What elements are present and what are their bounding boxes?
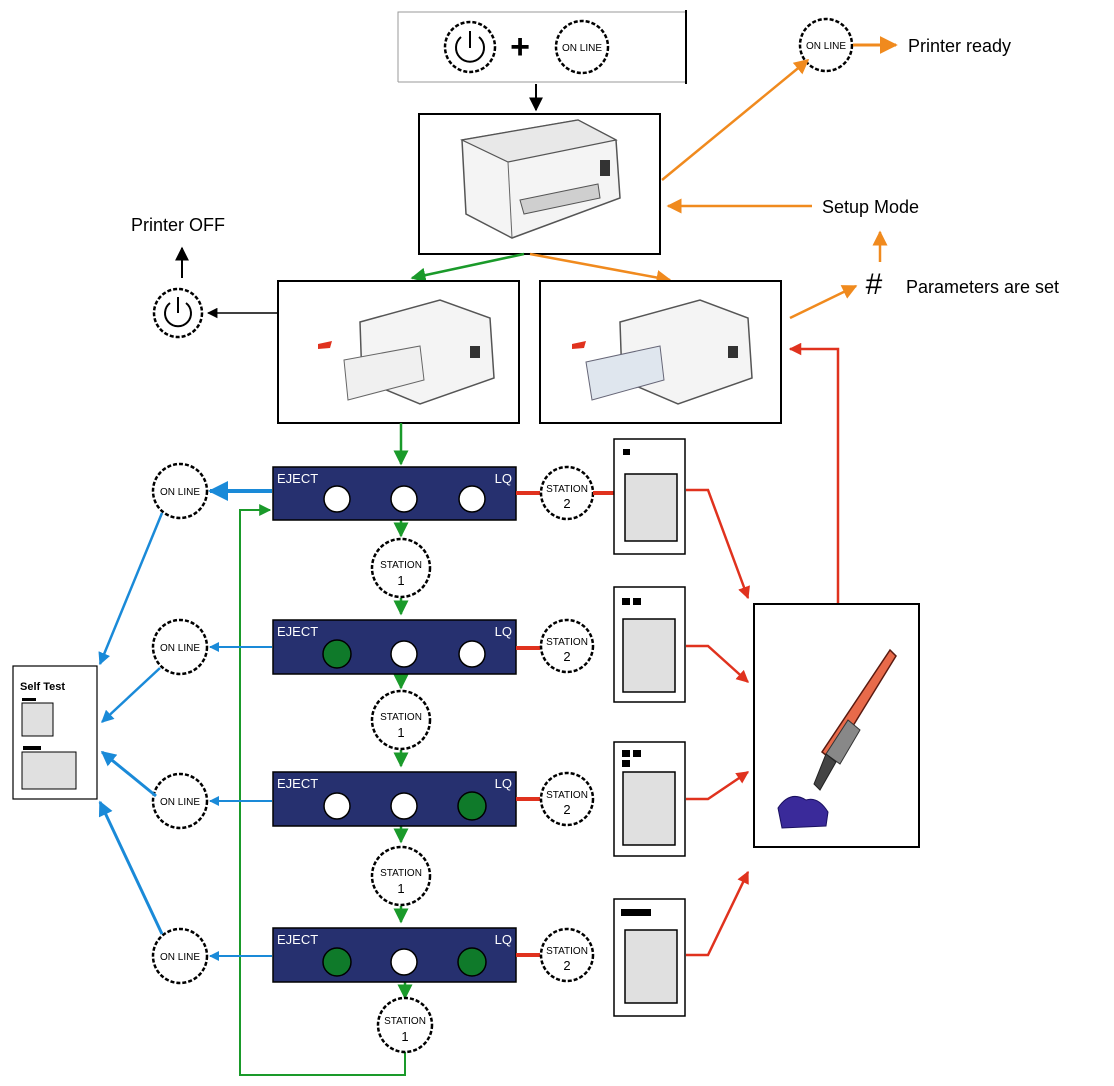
panel-1-led-2 xyxy=(390,485,418,513)
printer-image-box xyxy=(418,113,661,255)
panel-4-led-3 xyxy=(457,947,487,977)
arrow-online-2-to-selftest xyxy=(101,667,161,723)
online-button-ready-label: ON LINE xyxy=(806,41,846,52)
online-button-row-3: ON LINE xyxy=(151,772,272,830)
panel-2-eject-label: EJECT xyxy=(277,624,318,639)
svg-text:STATION: STATION xyxy=(384,1016,426,1027)
arrow-online-1-to-selftest xyxy=(98,512,164,666)
arrow-doc-4-to-edit xyxy=(686,870,750,957)
control-panel-1: EJECT LQ xyxy=(272,466,517,521)
svg-text:STATION: STATION xyxy=(380,868,422,879)
panel-3-eject-label: EJECT xyxy=(277,776,318,791)
printer-ready-label: Printer ready xyxy=(908,36,1011,56)
power-button-off-icon xyxy=(152,287,204,339)
online-button-top: ON LINE xyxy=(554,19,610,75)
arrow-printer-to-paper-mode xyxy=(410,252,525,283)
svg-text:1: 1 xyxy=(401,1029,408,1044)
panel-4-led-2 xyxy=(390,948,418,976)
panel-3-led-2 xyxy=(390,792,418,820)
arrow-doc-2-to-edit xyxy=(686,644,749,683)
parameters-are-set-label: Parameters are set xyxy=(906,277,1059,297)
self-test-box: Self Test xyxy=(12,665,98,800)
hash-symbol: # xyxy=(866,268,883,301)
self-test-label: Self Test xyxy=(20,681,65,693)
printer-off-label: Printer OFF xyxy=(131,215,225,235)
svg-text:STATION: STATION xyxy=(546,637,588,648)
station-1-button-a: STATION 1 xyxy=(370,537,432,599)
panel-2-led-1 xyxy=(322,639,352,669)
svg-text:2: 2 xyxy=(563,496,570,511)
station-2-row-4: STATION 2 xyxy=(516,927,595,983)
svg-text:1: 1 xyxy=(397,881,404,896)
svg-text:2: 2 xyxy=(563,802,570,817)
svg-text:STATION: STATION xyxy=(380,712,422,723)
power-button-icon xyxy=(443,20,497,74)
station-2-row-2: STATION 2 xyxy=(516,618,595,674)
online-button-label: ON LINE xyxy=(562,43,602,54)
edit-parameters-box xyxy=(753,603,920,848)
online-button-row-2: ON LINE xyxy=(151,618,272,676)
start-combination-box: + ON LINE xyxy=(397,10,687,84)
document-thumbnail-3 xyxy=(613,741,686,857)
document-thumbnail-2 xyxy=(613,586,686,703)
station-1-button-b: STATION 1 xyxy=(370,689,432,751)
panel-1-lq-label: LQ xyxy=(495,471,512,486)
arrow-online-3-to-selftest xyxy=(100,750,157,798)
station-1-button-c: STATION 1 xyxy=(370,845,432,907)
station-2-row-3: STATION 2 xyxy=(516,771,595,827)
document-thumbnail-4 xyxy=(613,898,686,1017)
loop-back-arrow xyxy=(239,504,406,1076)
svg-text:STATION: STATION xyxy=(546,484,588,495)
printer-paper-loaded-box xyxy=(277,280,520,424)
panel-2-led-3 xyxy=(458,640,486,668)
panel-1-eject-label: EJECT xyxy=(277,471,318,486)
panel-4-lq-label: LQ xyxy=(495,932,512,947)
setup-mode-label: Setup Mode xyxy=(822,197,919,217)
svg-text:ON LINE: ON LINE xyxy=(160,952,200,963)
panel-4-eject-label: EJECT xyxy=(277,932,318,947)
arrow-printer2-to-params xyxy=(789,284,858,320)
control-panel-4: EJECT LQ xyxy=(272,927,517,983)
arrow-doc-3-to-edit xyxy=(686,770,750,801)
svg-text:2: 2 xyxy=(563,958,570,973)
panel-3-lq-label: LQ xyxy=(495,776,512,791)
arrow-edit-to-setup-printer xyxy=(788,342,840,604)
svg-text:ON LINE: ON LINE xyxy=(160,797,200,808)
arrow-printer-to-online xyxy=(661,59,810,181)
arrow-doc-1-to-edit xyxy=(686,488,750,600)
svg-text:STATION: STATION xyxy=(546,790,588,801)
svg-text:STATION: STATION xyxy=(380,560,422,571)
control-panel-2: EJECT LQ xyxy=(272,619,517,675)
station-2-row-1: STATION 2 xyxy=(516,465,614,521)
panel-1-led-1 xyxy=(323,485,351,513)
svg-text:ON LINE: ON LINE xyxy=(160,643,200,654)
arrow-online-4-to-selftest xyxy=(98,800,164,935)
panel-3-led-1 xyxy=(323,792,351,820)
control-panel-3: EJECT LQ xyxy=(272,771,517,827)
plus-sign: + xyxy=(510,28,530,66)
svg-text:STATION: STATION xyxy=(546,946,588,957)
svg-text:ON LINE: ON LINE xyxy=(160,487,200,498)
panel-1-led-3 xyxy=(458,485,486,513)
online-button-ready: ON LINE xyxy=(798,17,854,73)
printer-icon xyxy=(460,119,621,239)
panel-2-lq-label: LQ xyxy=(495,624,512,639)
panel-3-led-3 xyxy=(457,791,487,821)
arrow-printer-to-setup-printer xyxy=(529,252,672,285)
station-1-button-d: STATION 1 xyxy=(376,996,434,1054)
svg-text:2: 2 xyxy=(563,649,570,664)
online-button-row-4: ON LINE xyxy=(151,927,272,985)
document-thumbnail-1 xyxy=(613,438,686,555)
svg-text:1: 1 xyxy=(397,725,404,740)
panel-4-led-1 xyxy=(322,947,352,977)
printer-setup-sheet-box xyxy=(539,280,782,424)
panel-2-led-2 xyxy=(390,640,418,668)
pen-icon xyxy=(777,648,897,829)
svg-text:1: 1 xyxy=(397,573,404,588)
online-button-row-1: ON LINE xyxy=(151,462,272,520)
